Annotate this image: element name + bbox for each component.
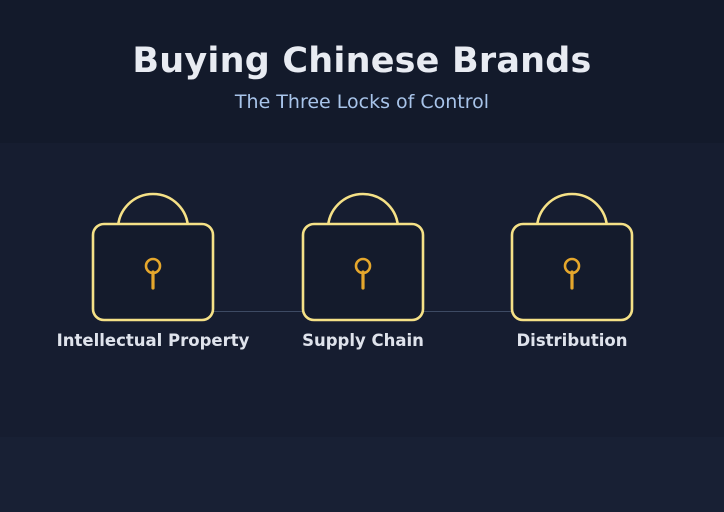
lock-item-distribution[interactable]: Distribution xyxy=(492,168,652,363)
padlock-icon xyxy=(91,192,215,322)
slide-header: Buying Chinese Brands The Three Locks of… xyxy=(0,0,724,143)
lock-label: Intellectual Property xyxy=(56,331,250,350)
lock-item-supply-chain[interactable]: Supply Chain xyxy=(283,168,443,363)
keyhole-icon xyxy=(563,257,581,290)
page-title: Buying Chinese Brands xyxy=(132,41,592,81)
lock-label: Supply Chain xyxy=(302,331,424,350)
locks-row: Intellectual Property Supply Chain xyxy=(0,168,724,363)
page-subtitle: The Three Locks of Control xyxy=(234,91,490,113)
lock-label: Distribution xyxy=(516,331,628,350)
keyhole-icon xyxy=(354,257,372,290)
padlock-icon xyxy=(510,192,634,322)
lock-item-intellectual-property[interactable]: Intellectual Property xyxy=(57,168,249,363)
background-band-footer xyxy=(0,437,724,512)
padlock-icon xyxy=(301,192,425,322)
keyhole-icon xyxy=(144,257,162,290)
